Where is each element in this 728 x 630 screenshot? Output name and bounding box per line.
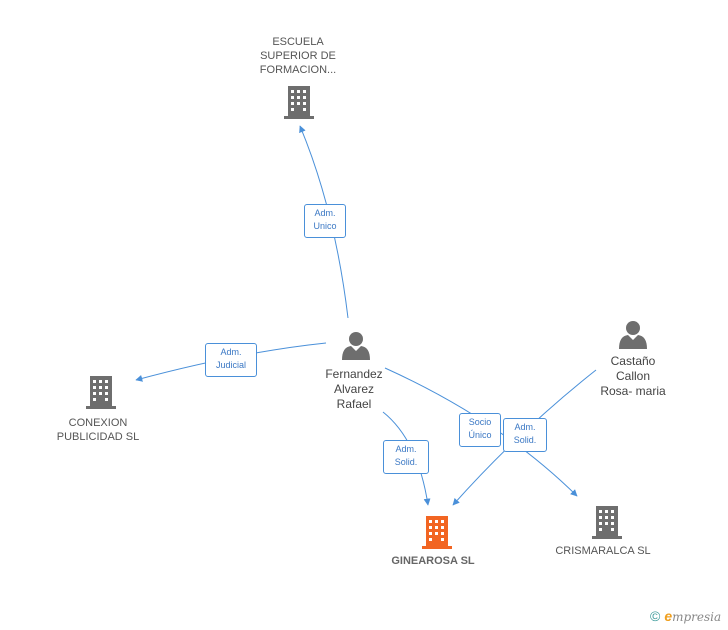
building-icon [284,86,314,119]
copyright-icon: © [650,608,661,624]
node-label-escuela[interactable]: ESCUELA SUPERIOR DE FORMACION... [259,36,337,76]
node-label-conexion[interactable]: CONEXION PUBLICIDAD SL [56,417,140,443]
building-icon [592,506,622,539]
edge-label-adm-judicial: Adm. Judicial [205,343,257,377]
node-label-castano[interactable]: Castaño Callon Rosa- maria [600,354,666,398]
brand-logo-initial: e [664,608,673,624]
edge-label-socio-unico: Socio Único [459,413,501,447]
node-label-crismaralca[interactable]: CRISMARALCA SL [555,545,651,557]
node-label-fernandez[interactable]: Fernandez Alvarez Rafael [325,367,383,411]
node-label-ginearosa[interactable]: GINEAROSA SL [391,555,475,567]
edge-label-adm-solid-1: Adm. Solid. [383,440,429,474]
person-icon [619,321,647,349]
building-icon [422,516,452,549]
edge-label-adm-unico: Adm. Unico [304,204,346,238]
brand-logo-text: mpresia [672,610,722,624]
building-icon [86,376,116,409]
edge-label-adm-solid-2: Adm. Solid. [503,418,547,452]
brand-footer: ©empresia [650,608,721,624]
person-icon [342,332,370,360]
